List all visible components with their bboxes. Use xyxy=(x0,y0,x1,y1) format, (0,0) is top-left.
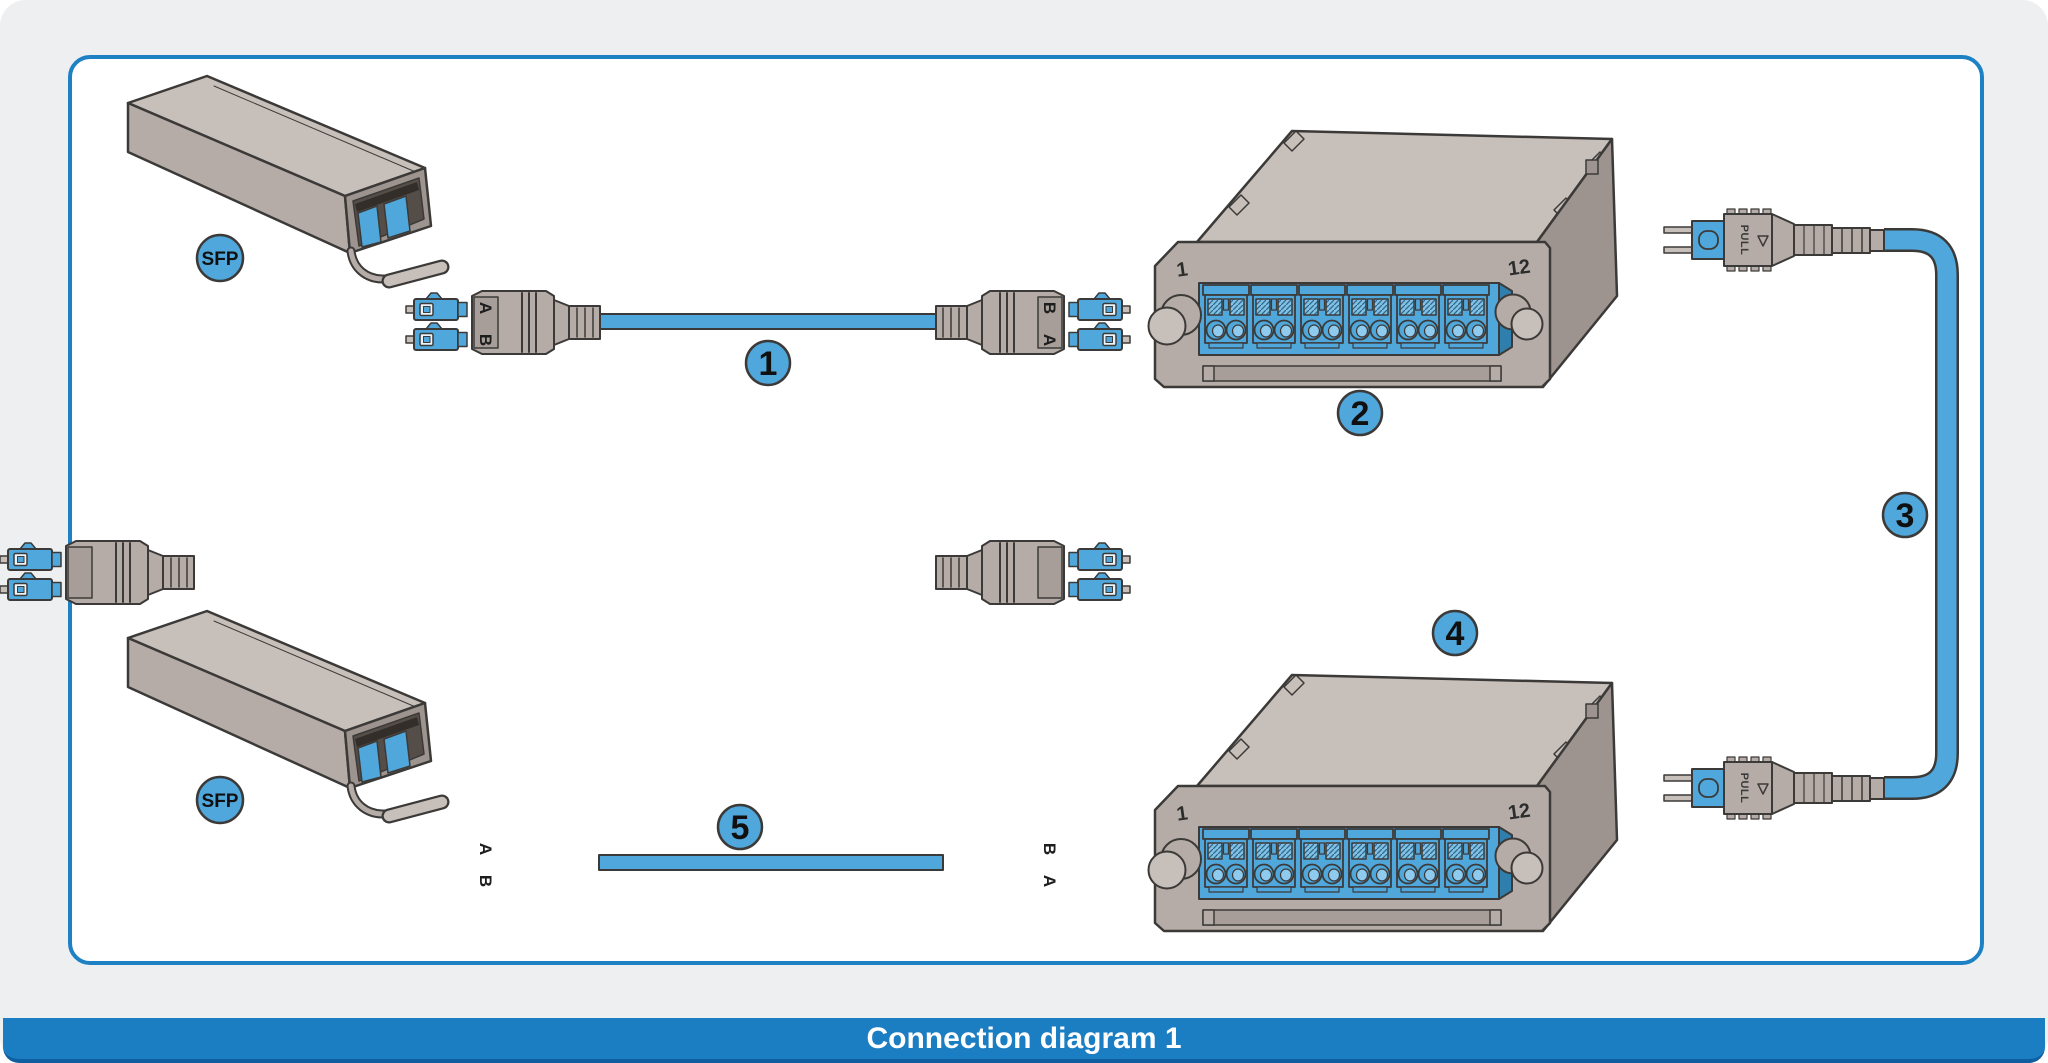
port-12-label-bottom-cassette: 12 xyxy=(1507,800,1532,825)
sfp-badge-bottom: SFP xyxy=(195,775,245,825)
mpo-pull-tab-label-bottom: PULL xyxy=(1738,773,1750,804)
callout-2: 2 xyxy=(1336,389,1384,437)
callout-2-label: 2 xyxy=(1351,395,1370,433)
port-1-label-bottom-cassette: 1 xyxy=(1175,802,1189,825)
sfp-badge-top: SFP xyxy=(195,233,245,283)
mpo-pull-tab-label-top: PULL xyxy=(1738,225,1750,256)
callout-5: 5 xyxy=(716,803,764,851)
fiber-b-label-top-right: B xyxy=(1040,302,1059,314)
callout-3: 3 xyxy=(1881,491,1929,539)
fiber-b-label-top-left: B xyxy=(476,334,495,346)
callout-3-label: 3 xyxy=(1896,497,1915,535)
port-12-label-top-cassette: 12 xyxy=(1507,256,1532,281)
fiber-a-label-top-right: A xyxy=(1040,334,1059,346)
fiber-b-label-bottom-left: B xyxy=(476,875,495,887)
caption-bar: Connection diagram 1 xyxy=(3,1018,2045,1063)
patch-cord-bottom xyxy=(0,541,1130,871)
port-1-label-top-cassette: 1 xyxy=(1175,258,1189,281)
callout-4-label: 4 xyxy=(1446,615,1465,653)
callout-1-label: 1 xyxy=(759,345,778,383)
fiber-b-label-bottom-right: B xyxy=(1040,843,1059,855)
callout-5-label: 5 xyxy=(731,809,750,847)
mpo-trunk-cable xyxy=(1884,228,1959,800)
fiber-a-label-bottom-right: A xyxy=(1040,875,1059,887)
callout-4: 4 xyxy=(1431,609,1479,657)
sfp-label-top: SFP xyxy=(202,249,239,270)
patch-cord-top xyxy=(406,291,1130,354)
fiber-a-label-top-left: A xyxy=(476,302,495,314)
fiber-a-label-bottom-left: A xyxy=(476,843,495,855)
caption-text: Connection diagram 1 xyxy=(866,1022,1182,1055)
sfp-label-bottom: SFP xyxy=(202,791,239,812)
callout-1: 1 xyxy=(744,339,792,387)
